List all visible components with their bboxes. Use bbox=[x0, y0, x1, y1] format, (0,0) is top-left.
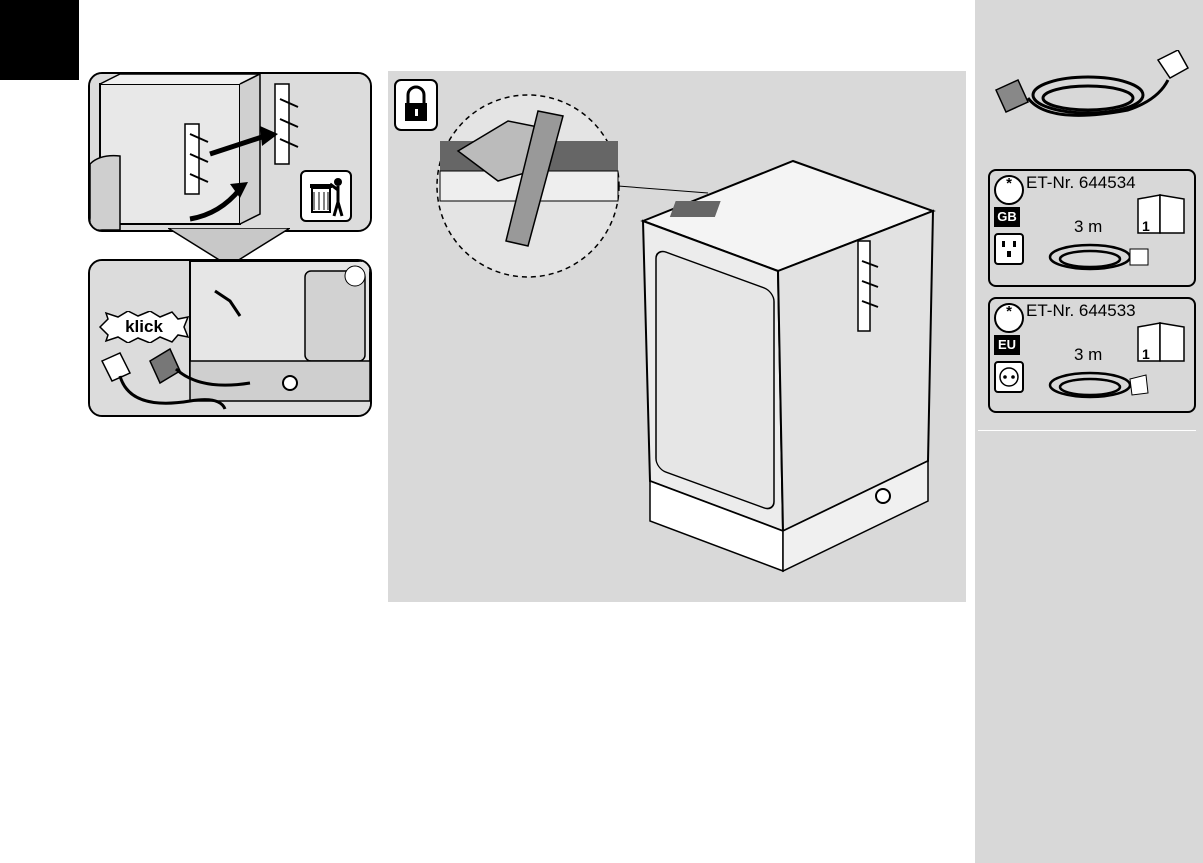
manual-booklet-icon: 1 bbox=[1136, 321, 1186, 363]
asterisk-marker: * bbox=[994, 303, 1024, 333]
lock-icon bbox=[394, 79, 438, 131]
accessory-card-gb: * ET-Nr. 644534 GB 3 m 1 bbox=[988, 169, 1196, 287]
klick-burst-badge: klick bbox=[98, 311, 190, 343]
region-badge: GB bbox=[994, 207, 1020, 227]
klick-label: klick bbox=[98, 311, 190, 343]
trash-disposal-icon bbox=[300, 170, 352, 222]
socket-gb-icon bbox=[994, 233, 1024, 265]
power-cord-icon bbox=[988, 50, 1196, 130]
accessory-card-eu: * ET-Nr. 644533 EU 3 m 1 bbox=[988, 297, 1196, 413]
power-cord-gb-icon bbox=[1030, 231, 1150, 279]
page-corner-marker bbox=[0, 0, 79, 80]
dishwasher-illustration bbox=[388, 71, 966, 602]
part-number: ET-Nr. 644534 bbox=[1026, 173, 1136, 193]
part-number: ET-Nr. 644533 bbox=[1026, 301, 1136, 321]
asterisk-marker: * bbox=[994, 175, 1024, 205]
sidebar-divider bbox=[978, 430, 1196, 431]
socket-eu-icon bbox=[994, 361, 1024, 393]
power-cord-eu-icon bbox=[1030, 359, 1150, 407]
region-badge: EU bbox=[994, 335, 1020, 355]
main-illustration-area bbox=[388, 71, 966, 602]
manual-booklet-icon: 1 bbox=[1136, 193, 1186, 235]
